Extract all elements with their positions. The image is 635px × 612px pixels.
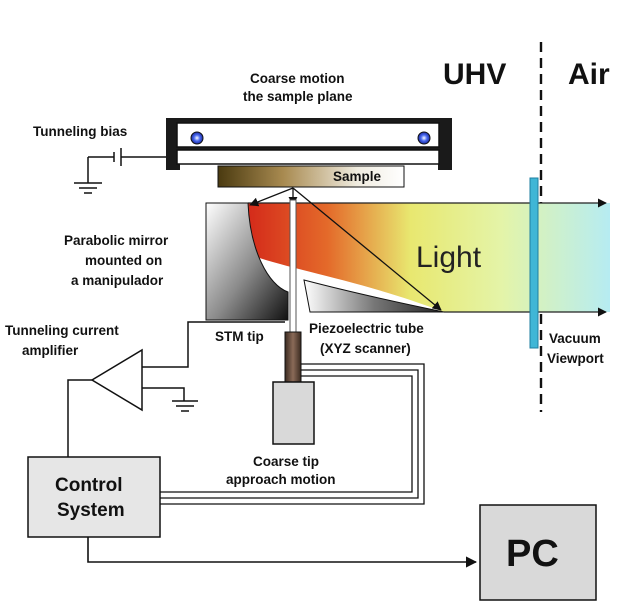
coarse-tip-label-1: Coarse tip [253,454,319,469]
vacuum-label-1: Vacuum [549,331,601,346]
tunneling-current-label-2: amplifier [22,343,79,358]
amplifier-triangle-icon [90,348,143,412]
screw-left-icon [190,131,204,145]
uhv-label: UHV [443,58,506,91]
sample [217,165,405,188]
coarse-motion-sample-label-2: the sample plane [243,89,353,104]
coarse-tip-label-2: approach motion [226,472,336,487]
amplifier-wiring [67,321,285,457]
coarse-tip-motor [272,381,315,445]
tunneling-bias-label: Tunneling bias [33,124,127,139]
control-cables [160,363,425,505]
control-system-label-1: Control [55,475,123,496]
parabolic-mirror [205,202,445,321]
control-to-pc-link [87,537,478,568]
stm-tip-label: STM tip [215,329,264,344]
sample-label: Sample [333,169,382,184]
light-beam [248,203,610,312]
mirror-label-1: Parabolic mirror [64,233,169,248]
coarse-motion-sample-label-1: Coarse motion [250,71,345,86]
control-system-label-2: System [57,500,125,521]
tunneling-current-label-1: Tunneling current [5,323,119,338]
mirror-label-2: mounted on [85,253,162,268]
screw-right-icon [417,131,431,145]
pc-label: PC [506,533,559,575]
piezo-label-2: (XYZ scanner) [320,341,411,356]
tunneling-bias-circuit [74,148,166,194]
stm-tip [289,199,297,333]
piezo-label-1: Piezoelectric tube [309,321,424,336]
mirror-label-3: a manipulador [71,273,164,288]
vacuum-label-2: Viewport [547,351,604,366]
light-label: Light [416,241,482,274]
control-system-box [27,456,161,538]
sample-holder [166,118,452,170]
piezoelectric-tube [284,331,302,383]
vacuum-viewport [529,177,539,349]
pc-box [479,504,597,601]
air-label: Air [568,58,610,91]
